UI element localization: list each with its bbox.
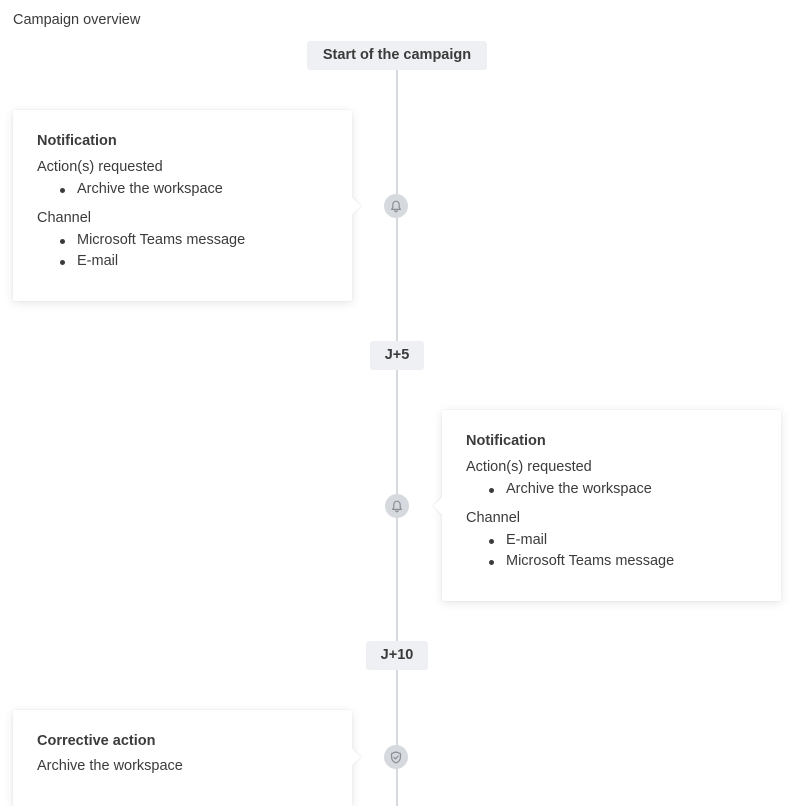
corrective-action-description: Archive the workspace	[37, 758, 183, 774]
actions-list: Archive the workspace	[466, 479, 757, 500]
bell-icon	[384, 194, 408, 218]
actions-label: Action(s) requested	[37, 159, 163, 175]
card-title: Notification	[37, 133, 117, 149]
card-pointer	[343, 197, 361, 215]
card-title: Corrective action	[37, 733, 156, 749]
card-pointer	[343, 748, 361, 766]
channels-list: Microsoft Teams message E-mail	[37, 230, 328, 272]
list-item: Archive the workspace	[489, 479, 757, 500]
channels-list: E-mail Microsoft Teams message	[466, 530, 757, 572]
card-title: Notification	[466, 433, 546, 449]
actions-list: Archive the workspace	[37, 179, 328, 200]
list-item: Microsoft Teams message	[60, 230, 328, 251]
page-title: Campaign overview	[13, 12, 141, 28]
step-card-notification-1: Notification Action(s) requested Archive…	[13, 110, 361, 301]
milestone-j5: J+5	[370, 341, 424, 370]
card-pointer	[433, 497, 451, 515]
timeline-line	[396, 70, 398, 806]
channel-label: Channel	[466, 510, 521, 526]
list-item: Microsoft Teams message	[489, 551, 757, 572]
bell-icon	[385, 494, 409, 518]
list-item: E-mail	[60, 251, 328, 272]
shield-check-icon	[384, 745, 408, 769]
step-card-corrective-action: Corrective action Archive the workspace	[13, 710, 361, 806]
list-item: E-mail	[489, 530, 757, 551]
step-card-notification-2: Notification Action(s) requested Archive…	[433, 410, 781, 601]
actions-label: Action(s) requested	[466, 459, 592, 475]
milestone-start: Start of the campaign	[307, 41, 487, 70]
channel-label: Channel	[37, 210, 92, 226]
milestone-j10: J+10	[366, 641, 428, 670]
list-item: Archive the workspace	[60, 179, 328, 200]
